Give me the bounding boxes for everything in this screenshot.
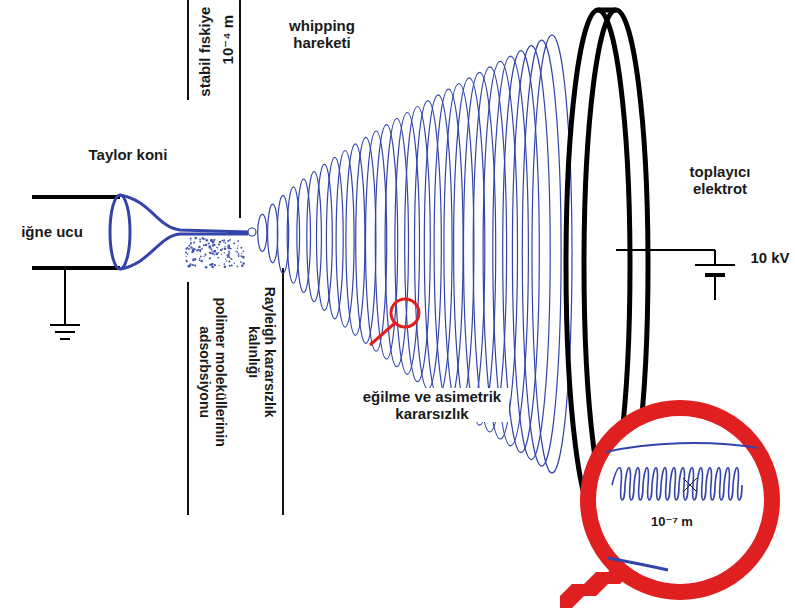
- big-magnifier: [560, 408, 772, 608]
- whipping-loops: [248, 35, 572, 473]
- motion-label: whipping hareketi: [272, 17, 372, 52]
- polymer-spray: [185, 237, 245, 269]
- ground-symbol: [50, 268, 80, 339]
- dimension-label: 10⁻⁴ m: [219, 5, 236, 75]
- instability-label: Rayleigh kararsızlık kalınlığı: [246, 277, 278, 427]
- needle-label: iğne ucu: [12, 223, 92, 240]
- taylor-cone: [110, 195, 248, 269]
- dimension-label: 10⁻⁷ m: [640, 515, 704, 530]
- adsorption-label: polimer moleküllerinin adsorbsiyonu: [197, 282, 229, 462]
- small-magnifier: [370, 299, 419, 345]
- electrode-label: toplayıcı elektrot: [670, 163, 770, 198]
- jet-label: stabil fıskiye: [196, 0, 213, 112]
- cone-label: Taylor koni: [73, 146, 183, 163]
- voltage-label: 10 kV: [745, 249, 795, 266]
- battery-symbol: [616, 250, 735, 300]
- instability-label: eğilme ve asimetrik kararsızlık: [355, 388, 509, 423]
